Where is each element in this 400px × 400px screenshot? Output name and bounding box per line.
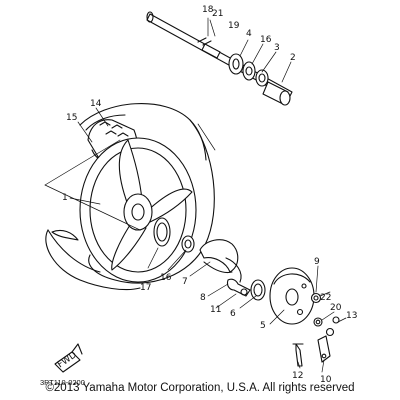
label-part-2: 2 <box>290 53 296 63</box>
label-part-22: 22 <box>320 293 331 303</box>
drawing-code: 3PT110-0200 <box>40 378 85 387</box>
label-part-19: 19 <box>228 21 240 31</box>
hub-seal <box>153 217 171 247</box>
wheel-rim <box>79 137 197 283</box>
part-labels: 1 2 3 4 5 6 7 8 9 10 11 12 13 14 15 16 1… <box>56 5 358 385</box>
copyright-footer: ©2013 Yamaha Motor Corporation, U.S.A. A… <box>45 382 355 394</box>
fasteners <box>310 292 340 337</box>
label-part-8: 8 <box>200 293 206 303</box>
brake-arm <box>292 335 331 367</box>
label-part-16-upper: 16 <box>260 35 272 45</box>
label-part-4: 4 <box>246 29 252 39</box>
label-part-5: 5 <box>260 321 266 331</box>
label-part-1: 1 <box>62 193 68 203</box>
brake-plate <box>269 267 315 325</box>
label-part-21: 21 <box>212 9 223 19</box>
oil-seal <box>250 279 266 301</box>
label-part-14: 14 <box>90 99 102 109</box>
label-part-12: 12 <box>292 371 303 381</box>
axle-spacer-stack <box>201 43 291 106</box>
inner-tube <box>45 229 141 291</box>
brake-shoes <box>199 239 242 283</box>
label-part-15: 15 <box>66 113 77 123</box>
label-part-16-lower: 16 <box>160 273 172 283</box>
label-part-9: 9 <box>314 257 320 267</box>
label-part-18: 18 <box>202 5 214 15</box>
label-part-20: 20 <box>330 303 342 313</box>
label-part-11: 11 <box>210 305 221 315</box>
label-part-6: 6 <box>230 309 236 319</box>
label-part-13: 13 <box>346 311 357 321</box>
brake-cam <box>226 278 251 297</box>
label-part-10: 10 <box>320 375 332 385</box>
label-part-7: 7 <box>182 277 188 287</box>
fwd-marker <box>54 343 83 373</box>
label-part-3: 3 <box>274 43 280 53</box>
leader-lines <box>44 17 347 373</box>
label-part-17: 17 <box>140 283 151 293</box>
hub-bearing <box>181 235 195 253</box>
